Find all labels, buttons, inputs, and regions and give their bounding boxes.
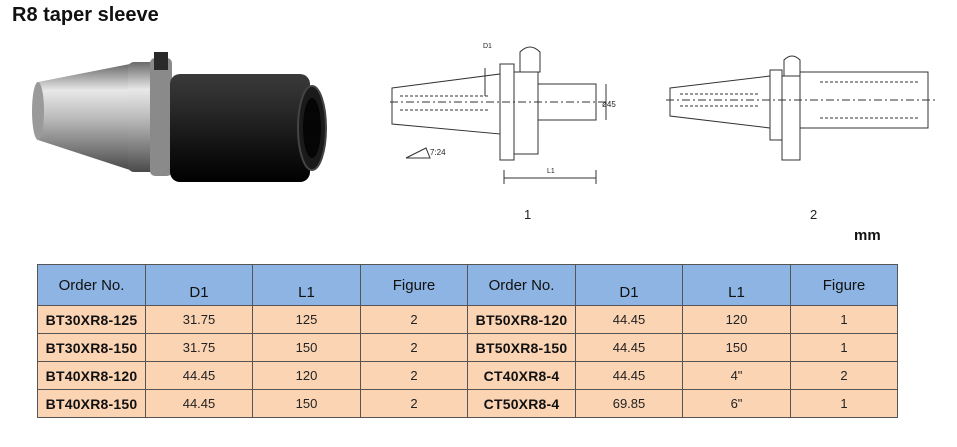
figure-cell: 2: [360, 333, 468, 362]
figure-1-label: 1: [524, 207, 532, 222]
header-figure: Figure: [790, 264, 898, 306]
table-row: BT40XR8-150 44.45 150 2 CT50XR8-4 69.85 …: [37, 389, 898, 418]
table-row: BT30XR8-125 31.75 125 2 BT50XR8-120 44.4…: [37, 305, 898, 334]
order-no-cell: CT50XR8-4: [467, 389, 576, 418]
d1-cell: 31.75: [145, 305, 253, 334]
table-row: BT40XR8-120 44.45 120 2 CT40XR8-4 44.45 …: [37, 361, 898, 390]
figure-cell: 2: [360, 389, 468, 418]
l1-cell: 150: [252, 389, 361, 418]
l1-cell: 120: [682, 305, 791, 334]
unit-label: mm: [854, 227, 881, 244]
header-l1: L1: [252, 264, 361, 306]
d1-mark: D1: [483, 43, 492, 50]
figure-cell: 2: [360, 305, 468, 334]
l1-cell: 120: [252, 361, 361, 390]
order-no-cell: BT50XR8-150: [467, 333, 576, 362]
order-no-cell: CT40XR8-4: [467, 361, 576, 390]
product-photo: [32, 52, 327, 182]
order-no-cell: BT40XR8-120: [37, 361, 146, 390]
header-order-no: Order No.: [37, 264, 146, 306]
d1-cell: 44.45: [575, 361, 683, 390]
figure-cell: 2: [790, 361, 898, 390]
l1-mark: L1: [547, 168, 555, 175]
diameter-mark: ø45: [602, 100, 616, 109]
header-d1: D1: [145, 264, 253, 306]
table-header-row: Order No. D1 L1 Figure Order No. D1 L1 F…: [37, 264, 898, 306]
drawing-figure-2: [666, 55, 935, 161]
header-d1: D1: [575, 264, 683, 306]
l1-cell: 150: [252, 333, 361, 362]
d1-cell: 44.45: [575, 333, 683, 362]
header-order-no: Order No.: [467, 264, 576, 306]
figure-cell: 1: [790, 389, 898, 418]
l1-cell: 150: [682, 333, 791, 362]
drawing-figure-1: [390, 46, 610, 184]
figure-cell: 1: [790, 305, 898, 334]
d1-cell: 44.45: [145, 389, 253, 418]
order-no-cell: BT30XR8-150: [37, 333, 146, 362]
figure-2-label: 2: [810, 207, 818, 222]
header-figure: Figure: [360, 264, 468, 306]
table-row: BT30XR8-150 31.75 150 2 BT50XR8-150 44.4…: [37, 333, 898, 362]
d1-cell: 69.85: [575, 389, 683, 418]
l1-cell: 4": [682, 361, 791, 390]
d1-cell: 44.45: [575, 305, 683, 334]
taper-mark: 7:24: [430, 148, 446, 157]
order-no-cell: BT50XR8-120: [467, 305, 576, 334]
figure-cell: 1: [790, 333, 898, 362]
order-no-cell: BT40XR8-150: [37, 389, 146, 418]
d1-cell: 44.45: [145, 361, 253, 390]
header-l1: L1: [682, 264, 791, 306]
order-no-cell: BT30XR8-125: [37, 305, 146, 334]
spec-table: Order No. D1 L1 Figure Order No. D1 L1 F…: [37, 264, 898, 418]
figure-cell: 2: [360, 361, 468, 390]
page-title: R8 taper sleeve: [12, 4, 159, 26]
l1-cell: 6": [682, 389, 791, 418]
l1-cell: 125: [252, 305, 361, 334]
d1-cell: 31.75: [145, 333, 253, 362]
